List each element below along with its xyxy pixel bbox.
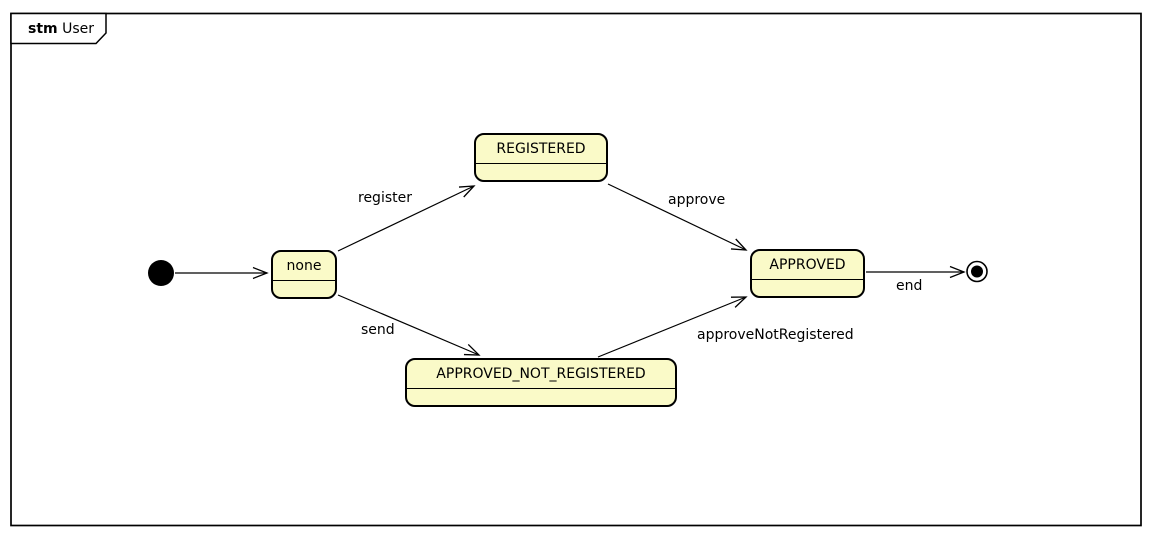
- frame-name: User: [62, 21, 94, 37]
- transition-registered-to-approved-line: [607, 183, 748, 251]
- state-registered-label: REGISTERED: [476, 135, 606, 164]
- state-approved-not-registered-body: [407, 389, 675, 405]
- transition-none-to-registered-line: [337, 185, 476, 252]
- transition-approved-not-registered-to-approved-line: [597, 296, 748, 358]
- final-state-icon: [966, 260, 988, 283]
- state-none-body: [273, 281, 335, 297]
- frame-border: [10, 12, 1142, 527]
- state-approved-not-registered: APPROVED_NOT_REGISTERED: [405, 358, 677, 407]
- frame-keyword: stm: [28, 21, 58, 37]
- transition-label-approve: approve: [668, 192, 726, 208]
- transition-label-send: send: [361, 322, 395, 338]
- state-approved: APPROVED: [750, 249, 865, 298]
- state-approved-body: [752, 280, 863, 296]
- frame-tab: [10, 12, 107, 45]
- state-none: none: [271, 250, 337, 299]
- transition-none-to-approved-not-registered-line: [337, 294, 481, 356]
- state-registered-body: [476, 164, 606, 180]
- frame-title: stm User: [28, 21, 94, 37]
- initial-state-icon: [148, 260, 174, 286]
- state-approved-label: APPROVED: [752, 251, 863, 280]
- state-none-label: none: [273, 252, 335, 281]
- transition-label-register: register: [358, 190, 412, 206]
- transition-label-approve-not-registered: approveNotRegistered: [697, 327, 854, 343]
- transition-label-end: end: [896, 278, 923, 294]
- state-approved-not-registered-label: APPROVED_NOT_REGISTERED: [407, 360, 675, 389]
- state-registered: REGISTERED: [474, 133, 608, 182]
- final-state-inner-dot: [971, 265, 983, 278]
